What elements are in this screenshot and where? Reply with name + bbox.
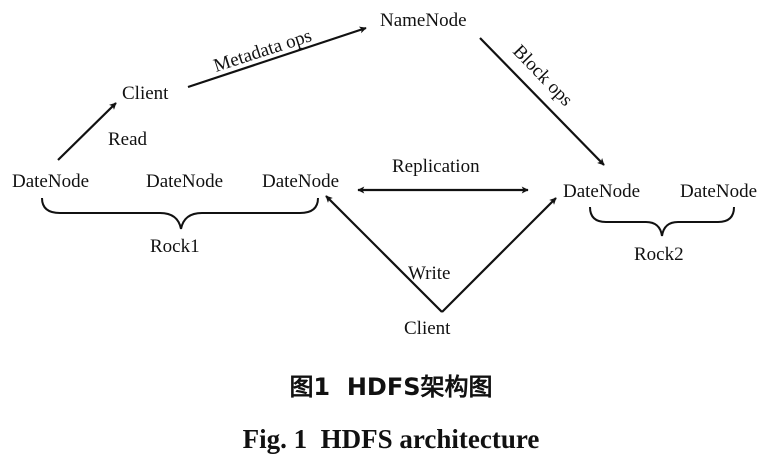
rack1-label: Rock1: [150, 236, 200, 257]
client-top-label: Client: [122, 83, 169, 104]
rack1-datanode-3: DateNode: [262, 171, 339, 192]
caption-english: Fig. 1 HDFS architecture: [243, 424, 540, 454]
rack2-label: Rock2: [634, 244, 684, 265]
read-arrow: [57, 102, 117, 161]
block-ops-label: Block ops: [508, 41, 576, 111]
rack1-datanode-1: DateNode: [12, 171, 89, 192]
rack1-brace: [41, 197, 319, 230]
metadata-ops-arrow: [187, 26, 367, 89]
rack2-brace: [589, 206, 735, 237]
replication-label: Replication: [392, 156, 480, 177]
write-arrow-right: [441, 197, 557, 313]
block-ops-arrow: [479, 37, 605, 166]
rack1-datanode-2: DateNode: [146, 171, 223, 192]
write-label: Write: [408, 263, 451, 284]
write-arrow-left: [325, 195, 443, 313]
namenode-label: NameNode: [380, 10, 467, 31]
client-bottom-label: Client: [404, 318, 451, 339]
rack2-datanode-1: DateNode: [563, 181, 640, 202]
rack2-datanode-2: DateNode: [680, 181, 757, 202]
caption-chinese: 图1 HDFS架构图: [289, 373, 492, 401]
read-label: Read: [108, 129, 148, 150]
